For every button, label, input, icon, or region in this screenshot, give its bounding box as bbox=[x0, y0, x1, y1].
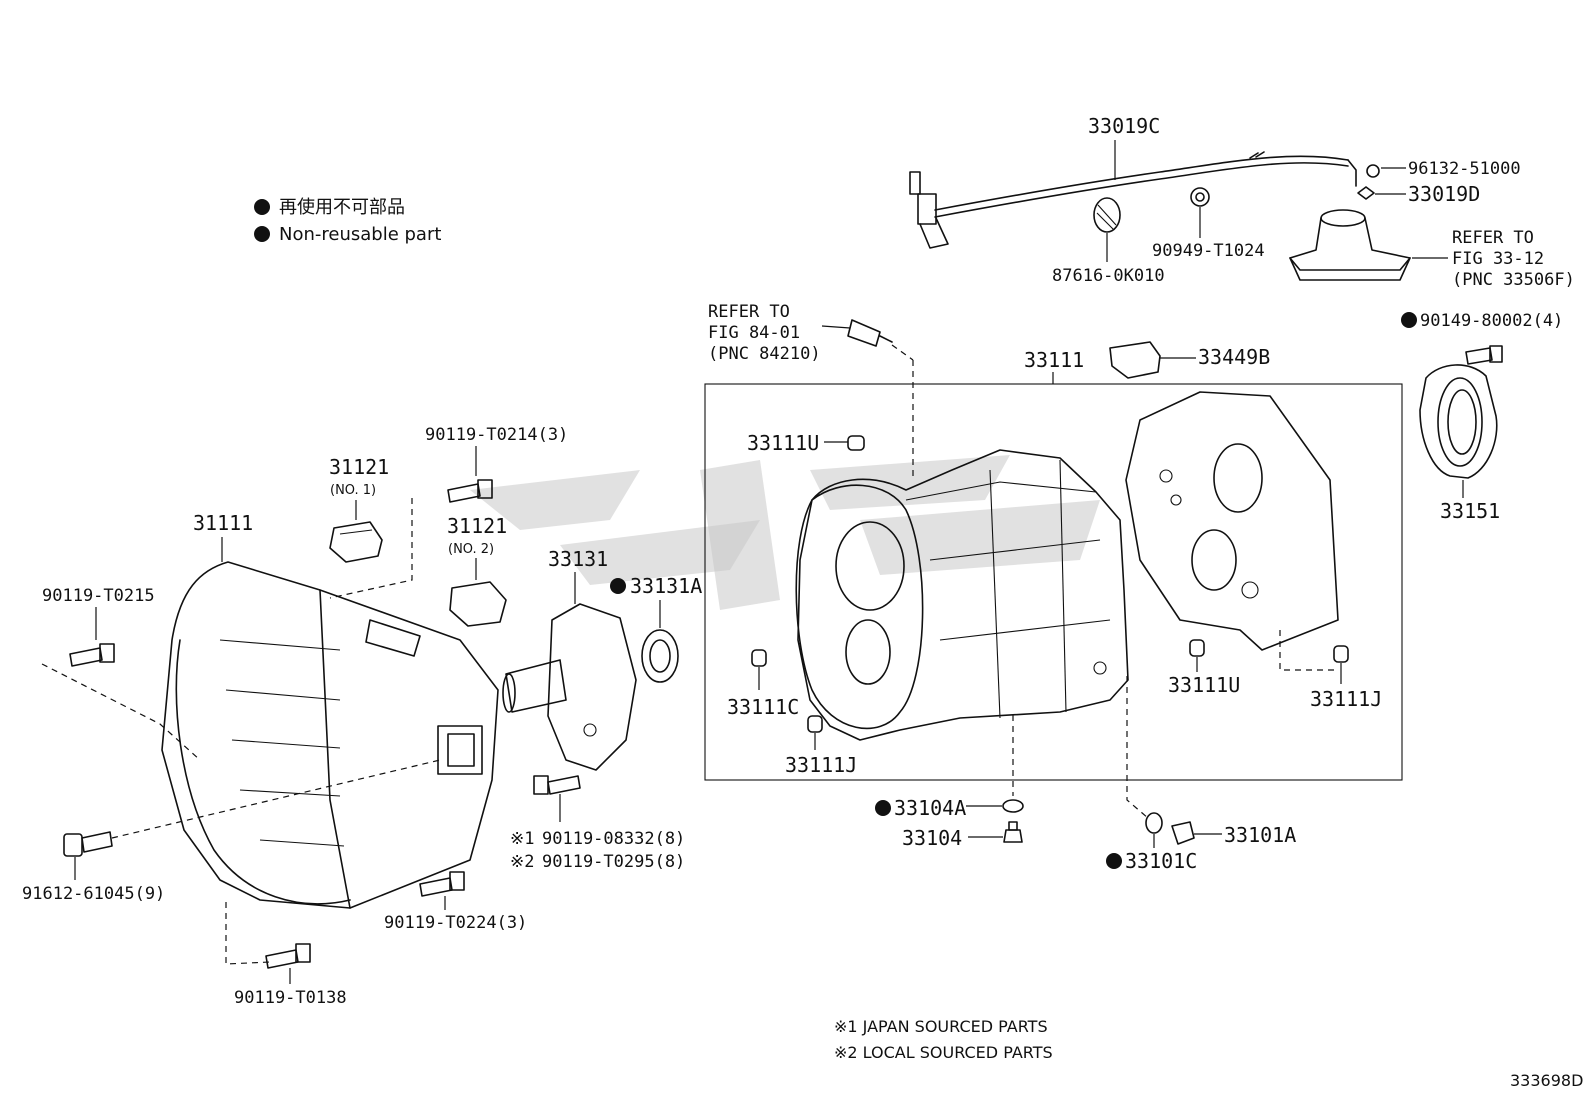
label-31121-no2: 31121 bbox=[447, 514, 507, 538]
bolt-90119-t0138 bbox=[265, 943, 311, 969]
label-31121-no1-sub: (NO. 1) bbox=[330, 483, 376, 498]
bolt-90119-t0215 bbox=[69, 643, 115, 667]
refer-fig-33-12-line3: (PNC 33506F) bbox=[1452, 270, 1575, 290]
legend: 再使用不可部品 Non-reusable part bbox=[254, 197, 441, 245]
retainer-33151 bbox=[1419, 364, 1498, 479]
bolt-90119-08332 bbox=[533, 775, 581, 795]
assembly-33111-box bbox=[704, 383, 1403, 781]
label-31121-no2-sub: (NO. 2) bbox=[448, 542, 494, 557]
refer-fig-33-12-line1: REFER TO bbox=[1452, 228, 1534, 248]
non-reusable-dot-icon bbox=[1401, 312, 1417, 328]
plug-33111u-upper bbox=[847, 435, 865, 451]
label-33111u-upper: 33111U bbox=[747, 431, 819, 455]
refer-fig-84-01-line3: (PNC 84210) bbox=[708, 344, 821, 364]
gasket-33101c bbox=[1145, 812, 1163, 834]
non-reusable-dot-icon bbox=[1106, 853, 1122, 869]
label-33019c: 33019C bbox=[1088, 114, 1160, 138]
plug-33111u-right bbox=[1189, 639, 1205, 657]
plug-33104 bbox=[1003, 821, 1023, 843]
non-reusable-dot-icon bbox=[875, 800, 891, 816]
label-33104: 33104 bbox=[902, 826, 962, 850]
speed-sensor-84210 bbox=[847, 319, 893, 347]
bolt-90119-t0214 bbox=[447, 479, 493, 503]
label-33131a: 33131A bbox=[630, 574, 702, 598]
label-33104a: 33104A bbox=[894, 796, 966, 820]
figure-id: 333698D bbox=[1510, 1071, 1583, 1090]
label-33131: 33131 bbox=[548, 547, 608, 571]
clip-96132 bbox=[1366, 164, 1380, 178]
label-90149-80002: 90149-80002(4) bbox=[1420, 311, 1563, 331]
label-90119-t0224: 90119-T0224(3) bbox=[384, 913, 527, 933]
label-31111: 31111 bbox=[193, 511, 253, 535]
label-87616-0k010: 87616-0K010 bbox=[1052, 266, 1165, 286]
label-90119-t0138: 90119-T0138 bbox=[234, 988, 347, 1008]
mark-1: ※1 bbox=[510, 829, 534, 849]
label-33019d: 33019D bbox=[1408, 182, 1480, 206]
non-reusable-dot-icon bbox=[610, 578, 626, 594]
oil-seal-33131a bbox=[641, 629, 679, 683]
mark-2: ※2 bbox=[510, 852, 534, 872]
label-33101c: 33101C bbox=[1125, 849, 1197, 873]
cover-31121-no2 bbox=[449, 581, 507, 627]
bracket-33506f bbox=[1289, 209, 1411, 281]
label-90119-t0215: 90119-T0215 bbox=[42, 586, 155, 606]
bolt-90119-t0224 bbox=[419, 871, 465, 897]
pin-33111j-right bbox=[1333, 645, 1349, 663]
label-33151: 33151 bbox=[1440, 499, 1500, 523]
label-33101a: 33101A bbox=[1224, 823, 1296, 847]
footnote-japan-sourced: ※1 JAPAN SOURCED PARTS bbox=[834, 1017, 1048, 1036]
clutch-housing-31111 bbox=[161, 561, 499, 909]
footnote-local-sourced: ※2 LOCAL SOURCED PARTS bbox=[834, 1043, 1053, 1062]
legend-dot-icon bbox=[254, 199, 270, 215]
label-90949-t1024: 90949-T1024 bbox=[1152, 241, 1265, 261]
label-33111c: 33111C bbox=[727, 695, 799, 719]
transmission-case bbox=[795, 449, 1129, 741]
label-33111j-left: 33111J bbox=[785, 753, 857, 777]
label-91612-61045: 91612-61045(9) bbox=[22, 884, 165, 904]
legend-en: Non-reusable part bbox=[279, 224, 441, 245]
legend-dot-icon bbox=[254, 226, 270, 242]
bolt-91612 bbox=[63, 831, 113, 857]
label-33111j-right: 33111J bbox=[1310, 687, 1382, 711]
shift-cable-33019c bbox=[909, 151, 1357, 249]
grommet-87616 bbox=[1093, 197, 1121, 233]
refer-fig-33-12-line2: FIG 33-12 bbox=[1452, 249, 1544, 269]
label-90119-t0214: 90119-T0214(3) bbox=[425, 425, 568, 445]
pin-33111j-left bbox=[807, 715, 823, 733]
label-33111-group: 33111 bbox=[1024, 348, 1084, 372]
label-33111u-right: 33111U bbox=[1168, 673, 1240, 697]
plate-33449b bbox=[1109, 341, 1161, 379]
label-90119-08332: 90119-08332(8) bbox=[542, 829, 685, 849]
intermediate-plate bbox=[1125, 391, 1339, 651]
label-33449b: 33449B bbox=[1198, 345, 1270, 369]
bolt-90149 bbox=[1465, 345, 1503, 365]
legend-jp: 再使用不可部品 bbox=[279, 197, 405, 218]
refer-fig-84-01-line2: FIG 84-01 bbox=[708, 323, 800, 343]
gasket-33104a bbox=[1002, 799, 1024, 813]
clip-90949 bbox=[1190, 187, 1210, 207]
plug-33101a bbox=[1171, 821, 1195, 845]
watermark-logo bbox=[470, 455, 1100, 610]
label-96132-51000: 96132-51000 bbox=[1408, 159, 1521, 179]
label-90119-t0295: 90119-T0295(8) bbox=[542, 852, 685, 872]
refer-fig-84-01-line1: REFER TO bbox=[708, 302, 790, 322]
label-31121-no1: 31121 bbox=[329, 455, 389, 479]
clevis-33019d bbox=[1357, 186, 1375, 200]
pin-33111c bbox=[751, 649, 767, 667]
bearing-retainer-33131 bbox=[502, 603, 637, 771]
cover-31121-no1 bbox=[329, 521, 383, 563]
